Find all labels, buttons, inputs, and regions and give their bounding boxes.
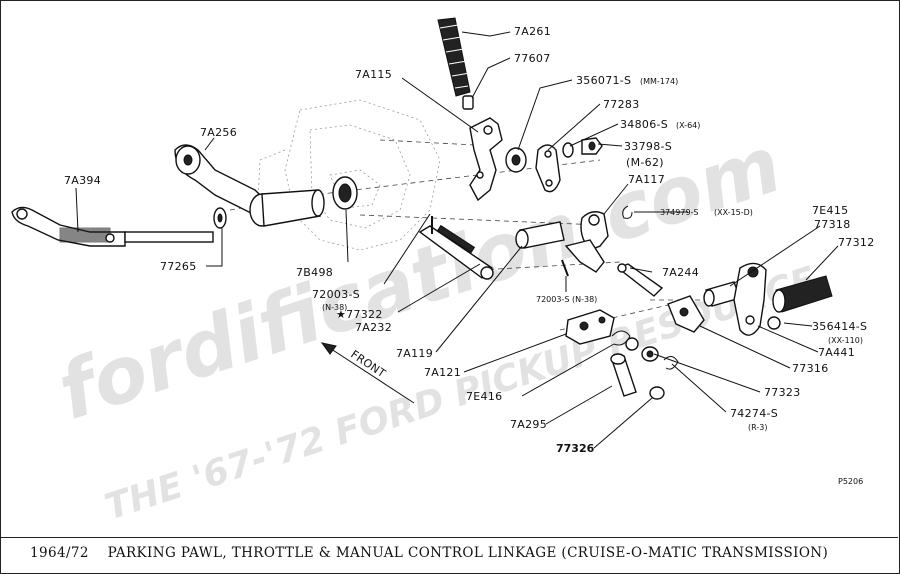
part-77265-washer bbox=[213, 207, 227, 229]
callout-labels: 7A261 77607 7A115 356071-S (MM-174) 7728… bbox=[64, 25, 875, 486]
part-7A394-manual-lever-shaft bbox=[11, 206, 214, 247]
callout-356071-S-note: (MM-174) bbox=[640, 77, 678, 86]
callout-77283: 77283 bbox=[603, 98, 640, 111]
callout-77318: 77318 bbox=[814, 218, 851, 231]
part-7A441-bellcrank bbox=[733, 262, 767, 336]
part-356071-S-nut bbox=[505, 147, 527, 173]
part-34806-S-washer bbox=[562, 142, 574, 158]
callout-74274-S-note: (R-3) bbox=[748, 423, 767, 432]
figure-code: P5206 bbox=[838, 477, 863, 486]
callout-7A295: 7A295 bbox=[510, 418, 547, 431]
callout-7A117: 7A117 bbox=[628, 173, 665, 186]
callout-356414-S-note: (XX-110) bbox=[828, 336, 863, 345]
callout-77326: 77326 bbox=[556, 442, 595, 455]
callout-7A256: 7A256 bbox=[200, 126, 237, 139]
callout-72003-S-right: 72003-S bbox=[536, 295, 569, 304]
callout-7A261: 7A261 bbox=[514, 25, 551, 38]
part-7A261-spring bbox=[437, 17, 471, 97]
caption-divider bbox=[0, 537, 898, 538]
part-74274-S-clip bbox=[663, 356, 679, 370]
callout-72003-S-right-note: (N-38) bbox=[572, 295, 597, 304]
part-7A244-rod bbox=[616, 263, 664, 297]
callout-77312: 77312 bbox=[838, 236, 875, 249]
part-7A115-parking-pawl bbox=[469, 117, 503, 202]
leader-lines bbox=[75, 31, 839, 449]
callout-77316: 77316 bbox=[792, 362, 829, 375]
part-77283-lever bbox=[535, 144, 561, 193]
callout-77323: 77323 bbox=[764, 386, 801, 399]
part-7A121-block bbox=[565, 309, 615, 345]
figure-caption: 1964/72 PARKING PAWL, THROTTLE & MANUAL … bbox=[30, 545, 880, 561]
part-7A256-lever bbox=[174, 144, 325, 227]
part-7A117-lever bbox=[564, 211, 609, 273]
callout-72003-S-left-note: (N-38) bbox=[322, 303, 347, 312]
callout-374979-S: 374979-S bbox=[660, 208, 699, 217]
callout-7E416: 7E416 bbox=[466, 390, 502, 403]
part-77326-nut bbox=[649, 386, 665, 400]
part-77316-link bbox=[667, 295, 705, 333]
part-7A119-shaft bbox=[515, 221, 565, 249]
callout-356071-S: 356071-S bbox=[576, 74, 631, 87]
callout-34806-S-note: (X-64) bbox=[676, 121, 700, 130]
callout-7A119: 7A119 bbox=[396, 347, 433, 360]
callout-33798-S: 33798-S bbox=[624, 140, 672, 153]
part-374979-S-clip bbox=[622, 205, 633, 219]
part-72003-S-pin-right bbox=[561, 259, 569, 277]
callout-7A115: 7A115 bbox=[355, 68, 392, 81]
callout-7A394: 7A394 bbox=[64, 174, 101, 187]
callout-77607: 77607 bbox=[514, 52, 551, 65]
callout-7A232: 7A232 bbox=[355, 321, 392, 334]
callout-72003-S-left: 72003-S bbox=[312, 288, 360, 301]
transmission-case-outline bbox=[257, 99, 441, 251]
callout-74274-S: 74274-S bbox=[730, 407, 778, 420]
callout-7B498: 7B498 bbox=[296, 266, 333, 279]
caption-title: PARKING PAWL, THROTTLE & MANUAL CONTROL … bbox=[107, 545, 829, 561]
caption-year: 1964/72 bbox=[30, 545, 89, 561]
part-7A295-screw bbox=[610, 353, 637, 397]
part-33798-S-nut bbox=[581, 137, 603, 155]
callout-77322: ★77322 bbox=[336, 308, 383, 321]
watermark: fordification.com THE '67-'72 FORD PICKU… bbox=[48, 120, 821, 529]
part-356414-S-washer bbox=[767, 316, 781, 330]
callout-7A441: 7A441 bbox=[818, 346, 855, 359]
callout-34806-S: 34806-S bbox=[620, 118, 668, 131]
part-77312-grip bbox=[772, 275, 833, 313]
part-7A232-rod bbox=[418, 224, 494, 280]
part-7E416-spring bbox=[611, 330, 639, 351]
callout-374979-S-note: (XX-15-D) bbox=[714, 208, 753, 217]
part-77607-pin bbox=[462, 95, 474, 110]
part-77323-nut bbox=[641, 346, 659, 362]
callout-7A121: 7A121 bbox=[424, 366, 461, 379]
part-7B498-seal bbox=[332, 176, 358, 210]
callout-77265: 77265 bbox=[160, 260, 197, 273]
callout-356414-S: 356414-S bbox=[812, 320, 867, 333]
callout-7A244: 7A244 bbox=[662, 266, 699, 279]
callout-33798-S-note: (M-62) bbox=[626, 156, 664, 169]
callout-7E415: 7E415 bbox=[812, 204, 848, 217]
